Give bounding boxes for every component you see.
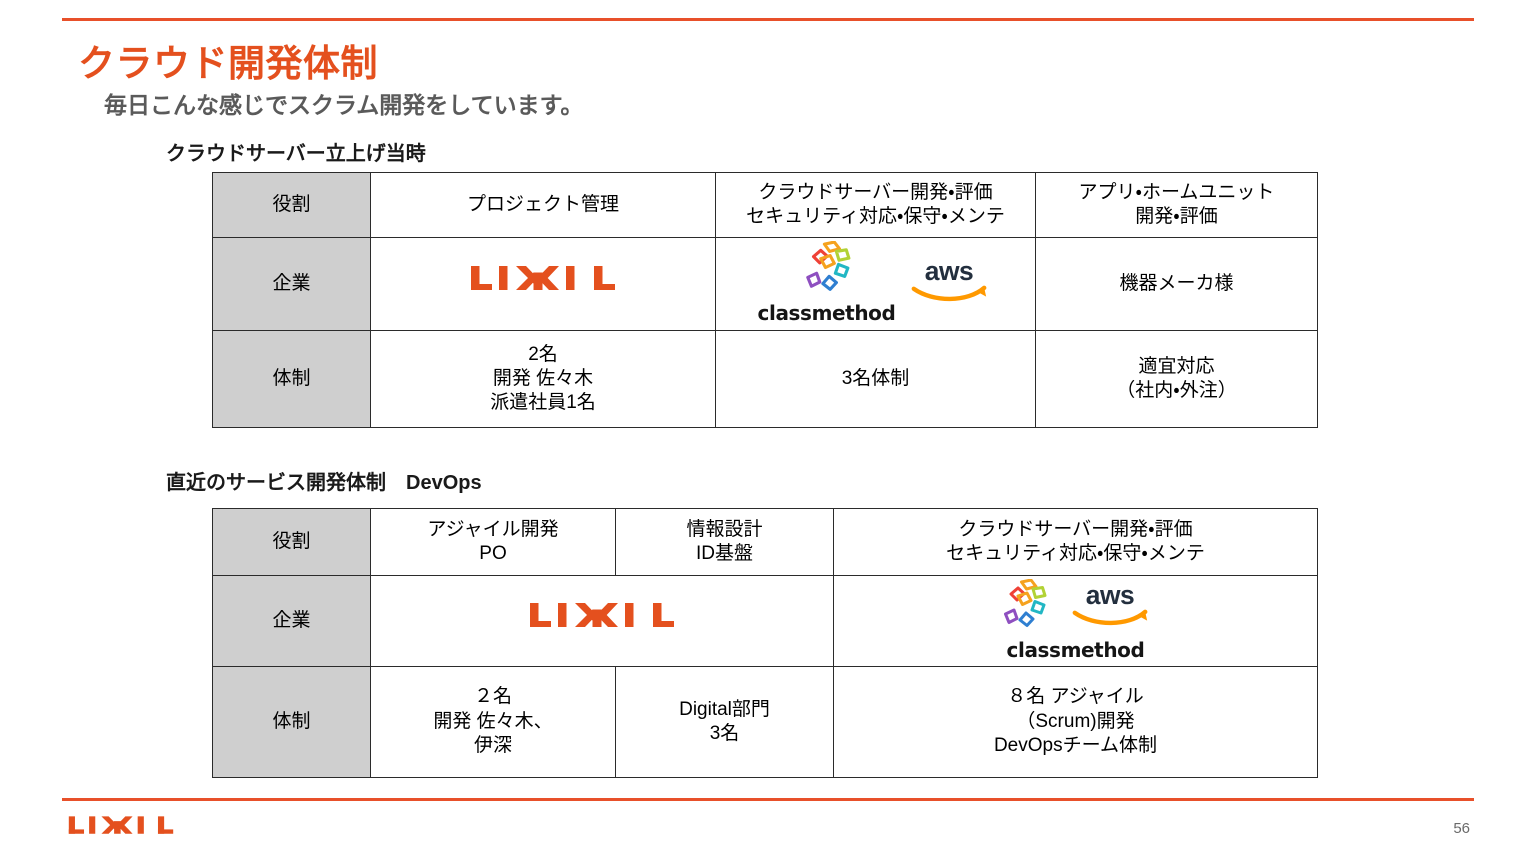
table-row: 企業 [212,575,1318,667]
cell-line: （Scrum)開発 [1016,710,1135,732]
row-label-structure: 体制 [212,665,371,778]
vendor-logo-row: aws [998,578,1154,637]
cell-structure-device-maker: 適宜対応 （社内・外注） [1035,330,1318,428]
cell-line: 3名 [709,722,740,744]
cell-line: （社内・外注） [1116,380,1237,401]
cell-structure-lixil: 2名 開発 佐々木 派遣社員1名 [370,330,716,428]
cell-line: プロジェクト管理 [466,193,619,215]
svg-text:aws: aws [1085,580,1133,610]
cell-line: セキュリティ対応・保守・メンテ [946,543,1205,564]
row-label-role: 役割 [212,172,371,238]
aws-block: aws [905,254,993,313]
cell-line: 3名体制 [841,367,910,389]
footer-lixil-logo [66,812,176,846]
section-heading-devops: 直近のサービス開発体制 DevOps [166,472,482,494]
cell-line: クラウドサーバー開発・評価 [758,181,993,203]
cell-line: クラウドサーバー開発・評価 [958,518,1193,540]
cell-line: アプリ・ホームユニット [1078,181,1275,203]
cell-line: PO [479,543,507,564]
classmethod-wordmark: classmethod [1006,638,1145,663]
cell-company-lixil-merged [370,575,834,667]
cell-line: 派遣社員1名 [490,392,596,414]
bottom-accent-rule [62,798,1474,801]
cell-structure-digital: Digital部門 3名 [615,665,834,778]
vendor-logo-cluster: classmethod aws [720,240,1031,327]
top-accent-rule [62,18,1474,21]
lixil-logo [468,260,618,300]
cell-line: ２名 [473,686,512,708]
svg-text:aws: aws [925,256,973,286]
table-initial-launch: 役割 プロジェクト管理 クラウドサーバー開発・評価 セキュリティ対応・保守・メン… [212,172,1318,428]
row-label-company: 企業 [212,237,371,331]
cell-role-agile-po: アジャイル開発 PO [370,508,616,576]
table-row: 役割 プロジェクト管理 クラウドサーバー開発・評価 セキュリティ対応・保守・メン… [212,172,1318,238]
aws-logo: aws [905,254,993,313]
section-heading-initial-launch: クラウドサーバー立上げ当時 [166,143,426,165]
cell-company-classmethod-aws: classmethod aws [715,237,1036,331]
table-row: 体制 ２名 開発 佐々木、 伊深 Digital部門 3名 ８名 アジャイル （… [212,665,1318,778]
cell-line: DevOpsチーム体制 [993,735,1158,757]
cell-line: 情報設計 [686,518,763,540]
cell-line: 開発・評価 [1135,206,1218,227]
vendor-logo-cluster: aws classmethod [838,578,1313,664]
cell-company-classmethod-aws: aws classmethod [833,575,1318,667]
row-label-company: 企業 [212,575,371,667]
cell-structure-agile: ２名 開発 佐々木、 伊深 [370,665,616,778]
classmethod-icon [800,240,852,300]
table-row: 企業 [212,237,1318,331]
lixil-logo [527,597,677,637]
cell-role-project-management: プロジェクト管理 [370,172,716,238]
table-devops: 役割 アジャイル開発 PO 情報設計 ID基盤 クラウドサーバー開発・評価 セキ… [212,508,1318,778]
page-number: 56 [1453,820,1470,837]
cell-role-cloud-server: クラウドサーバー開発・評価 セキュリティ対応・保守・メンテ [833,508,1318,576]
classmethod-block: classmethod [757,240,896,327]
cell-structure-devops: ８名 アジャイル （Scrum)開発 DevOpsチーム体制 [833,665,1318,778]
table-row: 体制 2名 開発 佐々木 派遣社員1名 3名体制 適宜対応 （社内・外注） [212,330,1318,428]
cell-line: 2名 [528,343,558,365]
cell-role-cloud-server: クラウドサーバー開発・評価 セキュリティ対応・保守・メンテ [715,172,1036,238]
cell-role-app-home-unit: アプリ・ホームユニット 開発・評価 [1035,172,1318,238]
classmethod-wordmark: classmethod [757,301,896,326]
cell-company-lixil [370,237,716,331]
cell-line: ８名 アジャイル [1007,686,1144,708]
cell-role-information-design: 情報設計 ID基盤 [615,508,834,576]
cell-company-device-maker: 機器メーカ様 [1035,237,1318,331]
cell-line: 開発 佐々木 [492,367,594,389]
page-title: クラウド開発体制 [78,43,378,84]
page-subtitle: 毎日こんな感じでスクラム開発をしています。 [104,92,584,118]
cell-line: セキュリティ対応・保守・メンテ [746,206,1005,227]
classmethod-icon [998,578,1048,636]
row-label-role: 役割 [212,508,371,576]
cell-line: Digital部門 [679,698,770,720]
cell-line: 伊深 [473,735,512,757]
cell-line: 開発 佐々木、 [433,710,553,732]
cell-line: アジャイル開発 [427,518,559,540]
cell-line: 適宜対応 [1138,355,1215,377]
row-label-structure: 体制 [212,330,371,428]
table-row: 役割 アジャイル開発 PO 情報設計 ID基盤 クラウドサーバー開発・評価 セキ… [212,508,1318,576]
cell-structure-classmethod: 3名体制 [715,330,1036,428]
aws-logo: aws [1066,578,1154,637]
cell-line: ID基盤 [695,543,753,564]
